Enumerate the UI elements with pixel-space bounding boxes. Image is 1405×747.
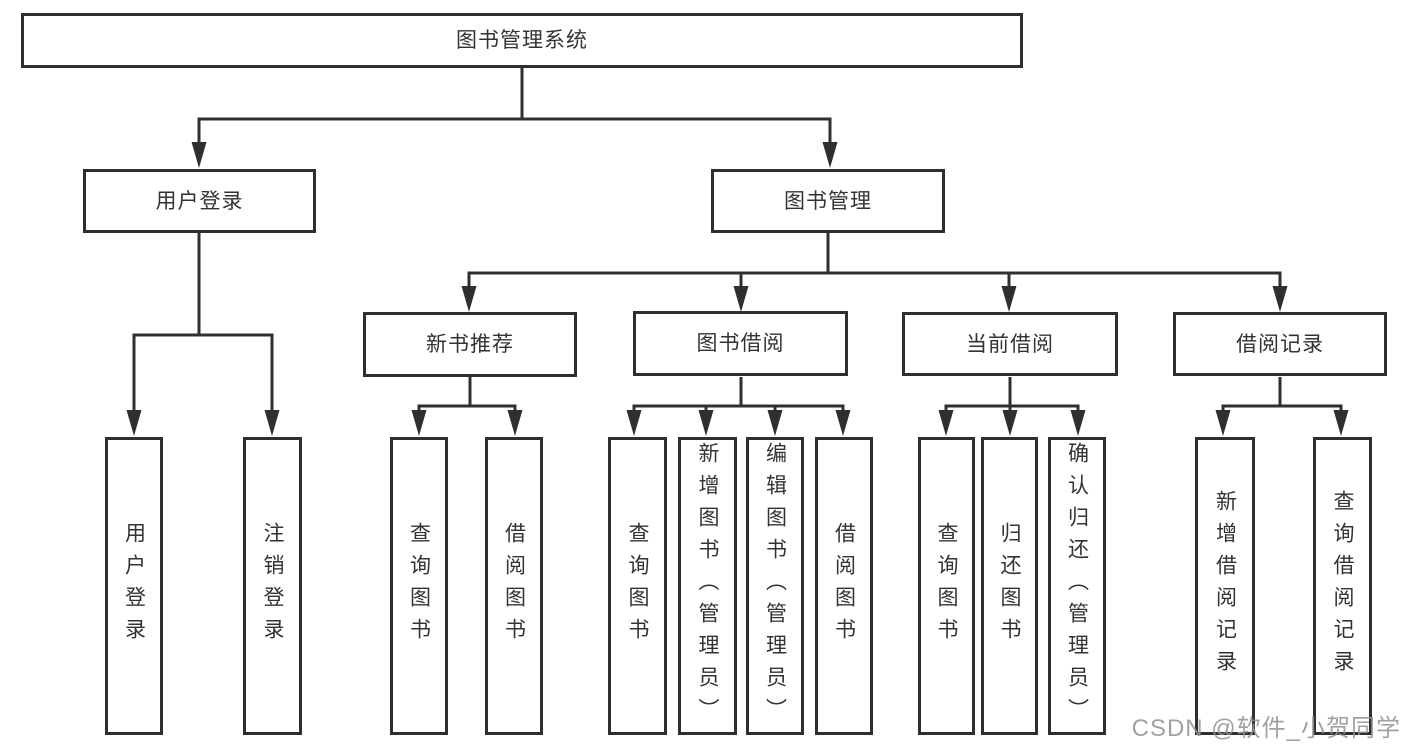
node-leaf-logout: 注销登录	[243, 437, 302, 735]
node-current-borrow: 当前借阅	[902, 312, 1118, 376]
node-new-book-recommend-label: 新书推荐	[426, 333, 514, 356]
node-book-borrow-label: 图书借阅	[696, 332, 785, 355]
node-borrow-records-label: 借阅记录	[1236, 332, 1324, 356]
node-leaf-bb-query-book: 查询图书	[608, 437, 667, 735]
node-leaf-user-login: 用户登录	[105, 437, 163, 735]
node-leaf-br-add-record: 新增借阅记录	[1195, 437, 1255, 735]
node-current-borrow-label: 当前借阅	[966, 332, 1054, 356]
node-root-label: 图书管理系统	[456, 29, 588, 52]
node-leaf-bb-add-book: 新增图书（管理员）	[678, 437, 737, 735]
node-leaf-br-query-record: 查询借阅记录	[1313, 437, 1372, 735]
node-leaf-rec-query-book: 查询图书	[390, 437, 448, 735]
node-book-management-label: 图书管理	[784, 189, 872, 213]
node-borrow-records: 借阅记录	[1173, 312, 1387, 376]
node-root: 图书管理系统	[21, 13, 1023, 68]
node-book-borrow: 图书借阅	[633, 311, 848, 376]
node-leaf-rec-borrow-book: 借阅图书	[485, 437, 543, 735]
node-leaf-cb-confirm-return: 确认归还（管理员）	[1048, 437, 1106, 735]
node-leaf-bb-edit-book: 编辑图书（管理员）	[746, 437, 804, 735]
node-leaf-bb-borrow-book: 借阅图书	[815, 437, 873, 735]
node-user-login-label: 用户登录	[155, 189, 244, 213]
watermark: CSDN @软件_小贺同学	[1131, 715, 1401, 742]
node-leaf-cb-return-book: 归还图书	[981, 437, 1038, 735]
node-leaf-cb-query-book: 查询图书	[918, 437, 975, 735]
node-user-login: 用户登录	[83, 169, 316, 233]
node-book-management: 图书管理	[711, 169, 945, 233]
node-new-book-recommend: 新书推荐	[363, 312, 577, 377]
